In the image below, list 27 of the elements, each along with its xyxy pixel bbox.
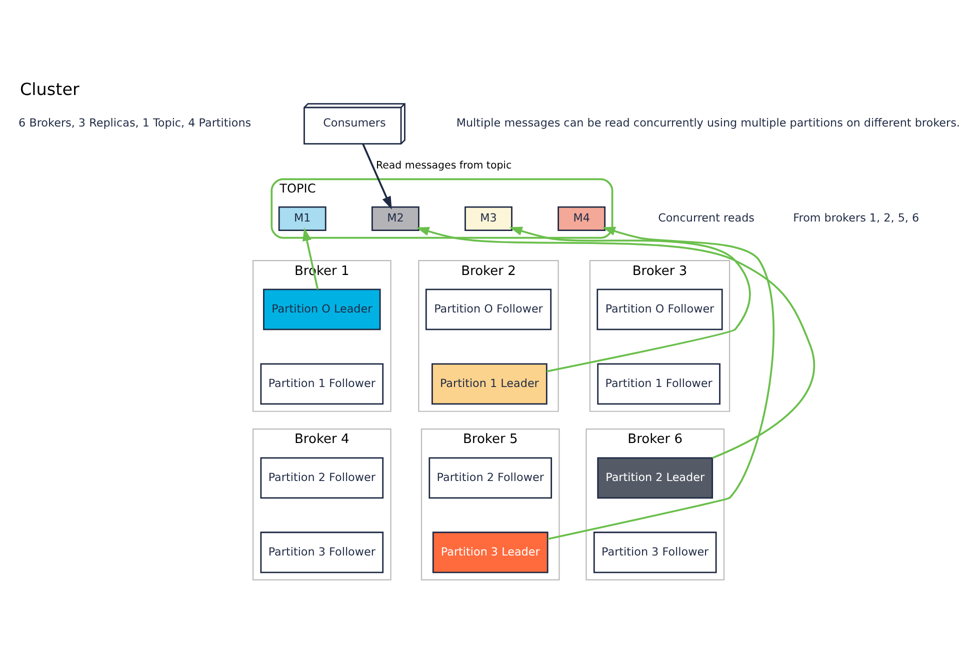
node-box: Partition 2 Follower [428, 456, 552, 498]
node-box: Partition 3 Follower [593, 531, 717, 573]
node-box: M1 [278, 206, 326, 231]
node-box: Partition 2 Leader [597, 456, 714, 498]
node-box: Partition 1 Follower [260, 362, 384, 404]
label: Multiple messages can be read concurrently using multiple partitions on different brokers. [456, 116, 960, 130]
node-box: Partition O Leader [263, 288, 381, 330]
arrow [362, 143, 392, 210]
arrow [302, 227, 319, 290]
node-box: Partition 3 Leader [432, 531, 548, 573]
arrow [416, 226, 815, 458]
arrow [548, 226, 774, 540]
node-box: Partition 1 Follower [597, 362, 720, 404]
diagram-title: Cluster [20, 78, 80, 98]
node-box: Partition 1 Leader [432, 362, 548, 404]
label: Concurrent reads [658, 211, 754, 224]
arrow [509, 226, 751, 372]
node-box: M2 [371, 206, 420, 231]
node-box: Partition 2 Follower [260, 456, 384, 498]
label: From brokers 1, 2, 5, 6 [793, 211, 920, 224]
label: 6 Brokers, 3 Replicas, 1 Topic, 4 Partitions [18, 116, 252, 130]
node-box: M4 [558, 206, 606, 231]
node-box: Partition O Follower [425, 288, 552, 330]
node-box: Partition 3 Follower [260, 531, 384, 573]
node-box: M3 [464, 206, 512, 231]
edge-label: Read messages from topic [376, 160, 512, 172]
node-box: Partition O Follower [596, 288, 723, 330]
